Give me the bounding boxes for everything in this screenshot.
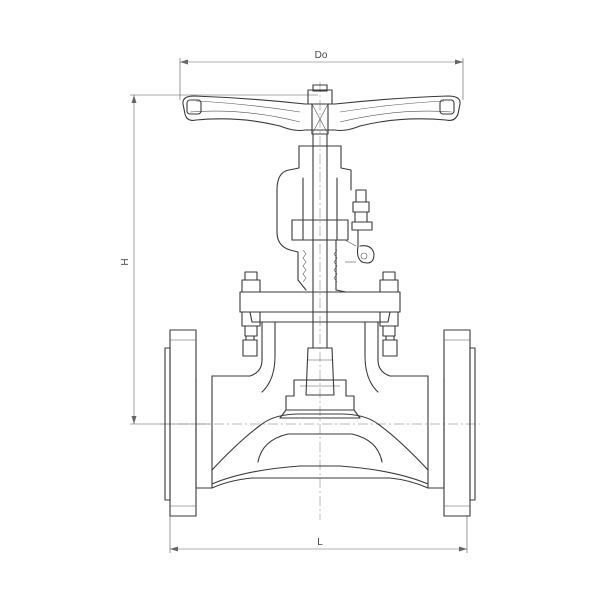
dimension-h: H [120, 94, 318, 425]
body-bolts [242, 335, 398, 357]
handwheel [182, 84, 461, 132]
dimension-label-do: Do [315, 50, 328, 61]
dimension-do: Do [179, 50, 464, 100]
dimension-l: L [169, 515, 468, 553]
gland-bolt [344, 189, 375, 264]
valve-body [195, 321, 445, 489]
left-flange [164, 329, 197, 517]
bonnet-flange [239, 271, 401, 337]
dimension-label-l: L [317, 537, 323, 548]
yoke [276, 145, 352, 293]
stem [305, 103, 335, 396]
right-flange [443, 329, 476, 517]
center-lines [160, 82, 480, 520]
dimension-label-h: H [120, 258, 131, 265]
